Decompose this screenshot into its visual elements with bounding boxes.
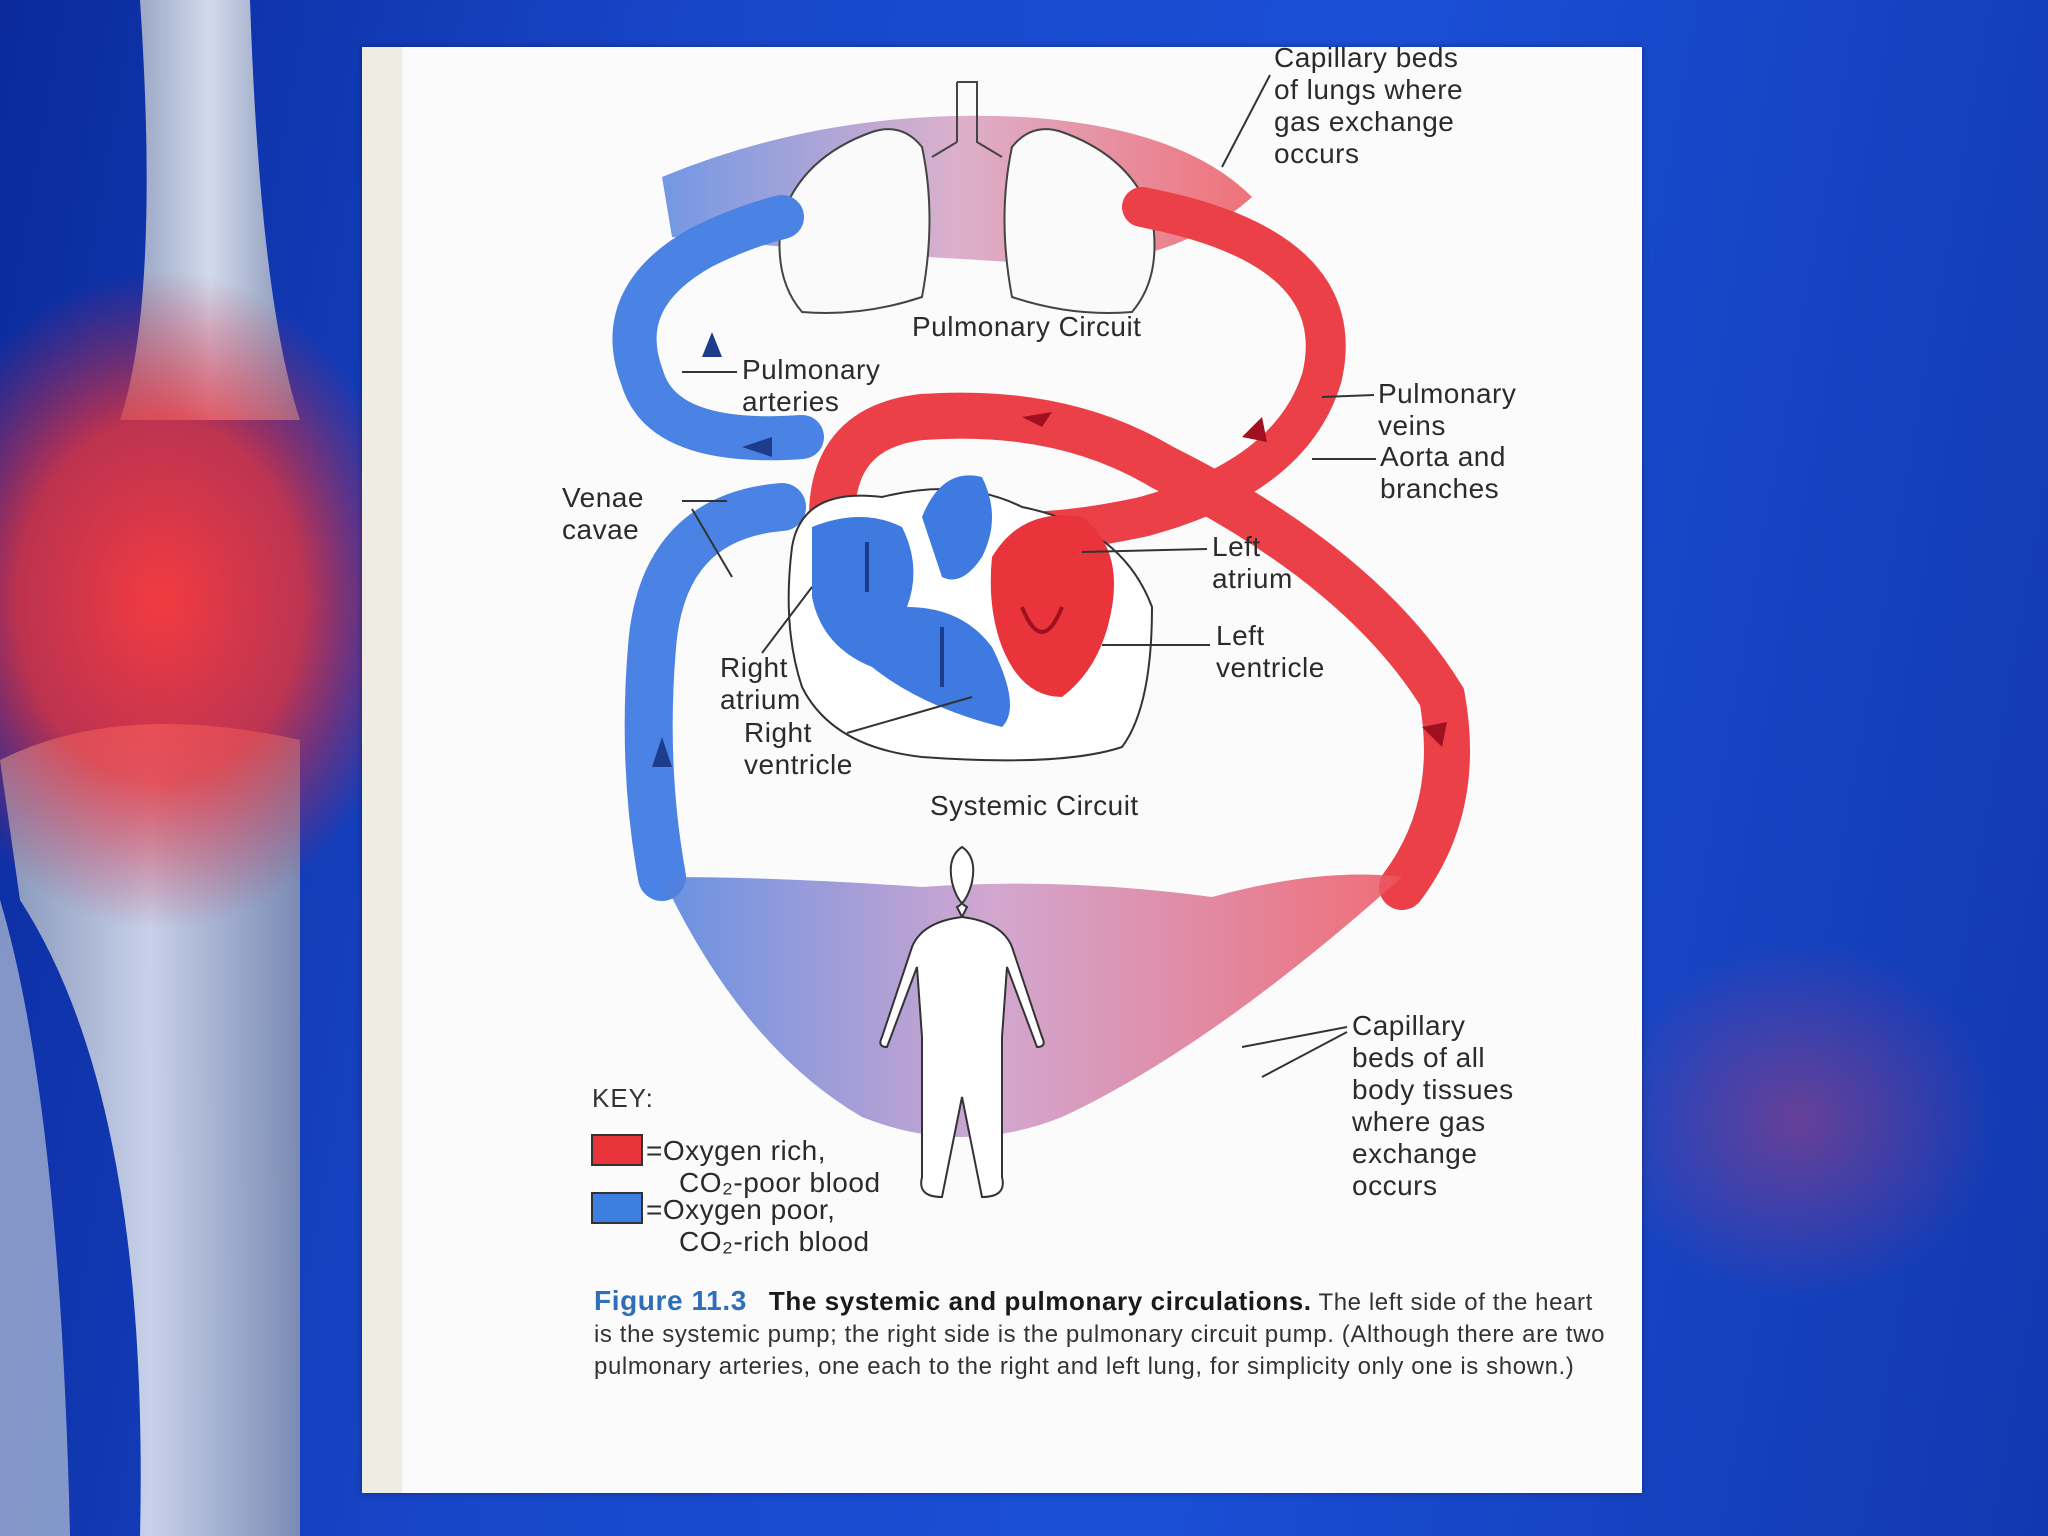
label-aorta: Aorta and branches [1312,441,1506,504]
svg-text:atrium: atrium [1212,563,1293,594]
figure-panel: Capillary beds of lungs where gas exchan… [362,47,1642,1493]
svg-text:atrium: atrium [720,684,801,715]
svg-text:Right: Right [720,652,788,683]
svg-text:beds of all: beds of all [1352,1042,1485,1073]
label-capillary-lungs: Capillary beds of lungs where gas exchan… [1222,47,1463,169]
svg-text:arteries: arteries [742,386,839,417]
key-oxygen-poor-line2: CO₂-rich blood [679,1226,870,1257]
figure-number: Figure 11.3 [594,1285,747,1316]
key-oxygen-poor-line1: =Oxygen poor, [646,1194,835,1225]
svg-text:body tissues: body tissues [1352,1074,1514,1105]
label-pulmonary-arteries: Pulmonary arteries [682,354,880,417]
figure-title: The systemic and pulmonary circulations. [769,1286,1312,1316]
svg-text:Right: Right [744,717,812,748]
key-swatch-oxygen-poor [592,1193,642,1223]
svg-text:exchange: exchange [1352,1138,1477,1169]
svg-text:ventricle: ventricle [1216,652,1325,683]
svg-text:occurs: occurs [1352,1170,1437,1201]
label-systemic-circuit: Systemic Circuit [930,790,1139,821]
svg-text:gas exchange: gas exchange [1274,106,1454,137]
label-pulmonary-veins: Pulmonary veins [1322,378,1516,441]
figure-caption: Figure 11.3 The systemic and pulmonary ci… [594,1285,1614,1383]
svg-text:veins: veins [1378,410,1446,441]
key-oxygen-rich-line1: =Oxygen rich, [646,1135,826,1166]
svg-text:Capillary beds: Capillary beds [1274,47,1458,73]
page-margin [362,47,402,1493]
label-pulmonary-circuit: Pulmonary Circuit [912,311,1141,342]
circulation-diagram: Capillary beds of lungs where gas exchan… [362,47,1642,1493]
svg-text:Venae: Venae [562,482,644,513]
key-title: KEY: [592,1083,654,1113]
svg-text:cavae: cavae [562,514,639,545]
svg-text:Aorta and: Aorta and [1380,441,1506,472]
svg-text:Left: Left [1216,620,1265,651]
label-capillary-body: Capillary beds of all body tissues where… [1242,1010,1514,1201]
color-key: KEY: =Oxygen rich, CO₂-poor blood =Oxyge… [592,1083,881,1257]
svg-text:occurs: occurs [1274,138,1359,169]
svg-text:Left: Left [1212,531,1261,562]
svg-text:Pulmonary: Pulmonary [1378,378,1516,409]
svg-text:of lungs where: of lungs where [1274,74,1463,105]
svg-text:Capillary: Capillary [1352,1010,1465,1041]
svg-text:ventricle: ventricle [744,749,853,780]
svg-text:where gas: where gas [1351,1106,1486,1137]
key-swatch-oxygen-rich [592,1135,642,1165]
svg-text:Pulmonary: Pulmonary [742,354,880,385]
svg-text:branches: branches [1380,473,1499,504]
